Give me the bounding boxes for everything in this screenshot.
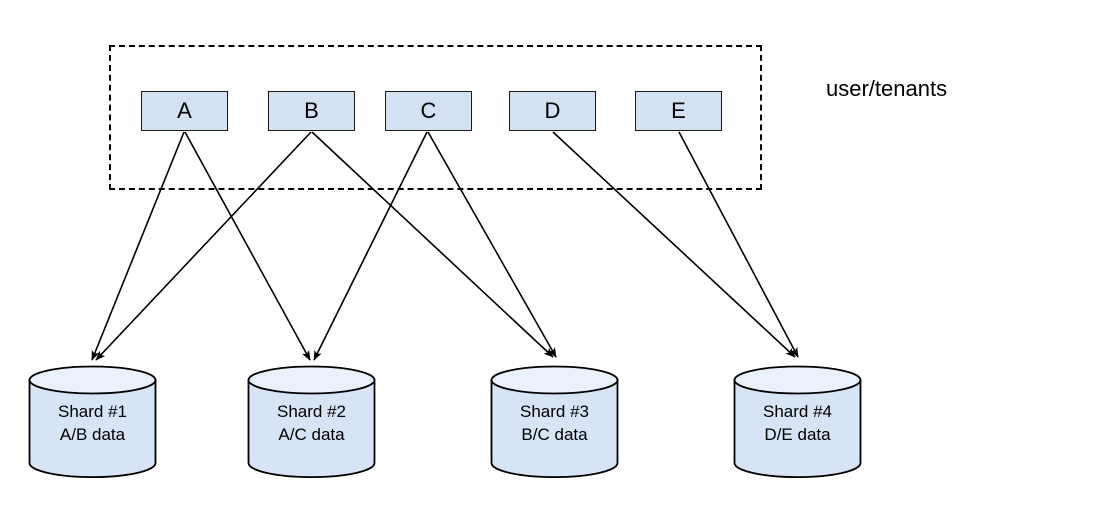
shard-3-subtitle: B/C data <box>521 424 588 444</box>
cylinder-shape-icon <box>28 365 157 478</box>
shard-1-subtitle: A/B data <box>59 424 126 444</box>
tenant-box-d-label: D <box>544 98 561 123</box>
shard-cylinder-1[interactable]: Shard #1 A/B data <box>28 365 157 478</box>
shard-cylinder-4[interactable]: Shard #4 D/E data <box>733 365 862 478</box>
shard-3-title: Shard #3 <box>520 402 589 421</box>
cylinder-shape-icon <box>733 365 862 478</box>
tenant-box-a[interactable]: A <box>141 91 228 131</box>
shard-3-text: Shard #3 B/C data <box>490 401 619 447</box>
shard-2-text: Shard #2 A/C data <box>247 401 376 447</box>
shard-4-subtitle: D/E data <box>764 424 831 444</box>
shard-4-text: Shard #4 D/E data <box>733 401 862 447</box>
shard-cylinder-2[interactable]: Shard #2 A/C data <box>247 365 376 478</box>
cylinder-shape-icon <box>490 365 619 478</box>
tenant-box-a-label: A <box>177 98 192 123</box>
shard-1-text: Shard #1 A/B data <box>28 401 157 447</box>
cylinder-shape-icon <box>247 365 376 478</box>
user-tenants-group-label: user/tenants <box>826 76 948 101</box>
tenant-box-e[interactable]: E <box>635 91 722 131</box>
shard-2-subtitle: A/C data <box>278 424 345 444</box>
tenant-box-d[interactable]: D <box>509 91 596 131</box>
shard-4-title: Shard #4 <box>763 402 832 421</box>
user-tenants-group-boundary <box>109 45 762 190</box>
tenant-box-b[interactable]: B <box>268 91 355 131</box>
tenant-box-c[interactable]: C <box>385 91 472 131</box>
shard-cylinder-3[interactable]: Shard #3 B/C data <box>490 365 619 478</box>
tenant-box-b-label: B <box>304 98 319 123</box>
shard-2-title: Shard #2 <box>277 402 346 421</box>
tenant-box-e-label: E <box>671 98 686 123</box>
tenant-box-c-label: C <box>420 98 437 123</box>
shard-1-title: Shard #1 <box>58 402 127 421</box>
